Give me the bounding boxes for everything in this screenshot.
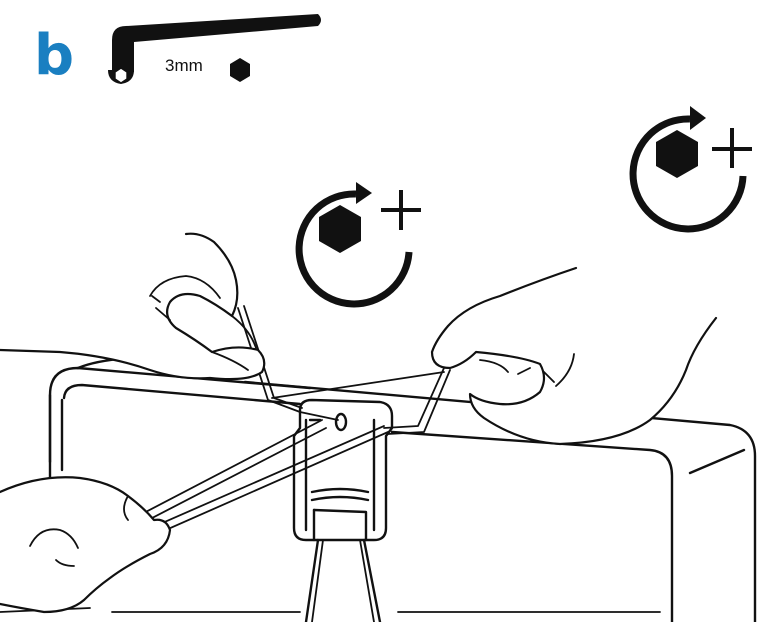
tighten-indicator-1: [299, 182, 421, 304]
hex-key-tool: [108, 14, 321, 84]
tool-size-label: 3mm: [165, 56, 203, 76]
rotate-arrow-icon: [356, 182, 372, 204]
tighten-indicator-2: [633, 106, 752, 229]
rotate-arrow-icon: [690, 106, 706, 130]
hex-key-tip-icon: [115, 68, 127, 83]
hex-bolt-icon: [319, 205, 361, 253]
plus-icon: [712, 128, 752, 168]
hex-bolt-icon: [656, 130, 698, 178]
step-letter: b: [34, 28, 74, 84]
hand-bottom-left: [0, 477, 170, 612]
bolt-slot-icon: [336, 414, 346, 430]
hand-right: [432, 268, 716, 444]
plus-icon: [381, 190, 421, 230]
mounting-bracket: [294, 400, 392, 622]
hexagon-icon: [230, 58, 250, 82]
hand-top-left: [0, 234, 264, 379]
